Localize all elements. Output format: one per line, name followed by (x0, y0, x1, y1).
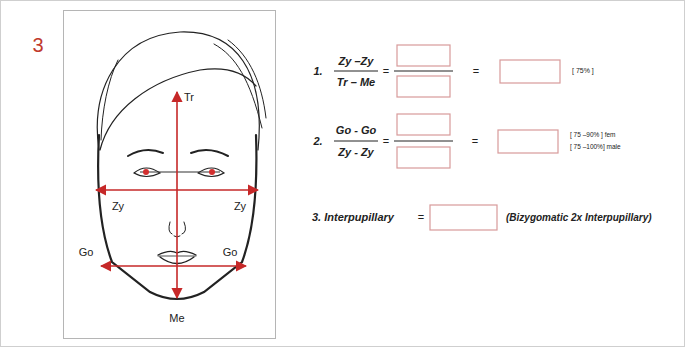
fraction-line (394, 141, 453, 142)
formula-term: 3. Interpupillary (312, 211, 394, 223)
landmark-label: Me (169, 312, 184, 324)
norm-range: [ 75 –90% ] fem (570, 131, 616, 138)
step-number: 2. (313, 135, 322, 147)
equals-sign: = (473, 65, 479, 77)
formula-term: Zy –Zy (339, 55, 374, 67)
norm-range: [ 75 –100%] male (570, 143, 621, 150)
hair-strand (228, 40, 266, 118)
face-drawing (97, 32, 266, 299)
landmark-label: Zy (234, 200, 246, 212)
formula-term: Tr – Me (337, 76, 375, 88)
landmark-label: Tr (184, 91, 194, 103)
figure-frame (64, 11, 276, 339)
equals-sign: = (383, 65, 389, 77)
fraction-line (394, 71, 453, 72)
answer-boxes (397, 45, 560, 230)
eyebrow (128, 150, 163, 156)
pupil-dot (209, 169, 215, 175)
input-box (500, 60, 560, 83)
hair-outline (97, 32, 259, 150)
fraction-lines (334, 71, 453, 141)
step-number: 1. (313, 65, 322, 77)
nose (182, 222, 186, 234)
equals-sign: = (418, 211, 424, 223)
nose (169, 222, 172, 234)
input-box (397, 45, 450, 66)
interpupillary-line (140, 171, 220, 172)
input-box (430, 205, 497, 230)
hair-fringe (100, 69, 256, 150)
hair-strand (214, 44, 262, 128)
equals-sign: = (472, 135, 478, 147)
fraction-line (334, 141, 378, 142)
fraction-line (334, 71, 378, 72)
formula-term: Zy - Zy (338, 146, 373, 158)
height-arrow (176, 92, 178, 298)
measure-arrows (96, 92, 258, 298)
landmark-label: Go (223, 246, 238, 258)
eyebrow (191, 150, 228, 156)
landmark-label: Zy (112, 200, 124, 212)
pupil-dot (143, 169, 149, 175)
input-box (397, 76, 450, 97)
note: (Bizygomatic 2x Interpupillary) (506, 212, 652, 223)
norm-range: [ 75% ] (572, 67, 594, 75)
input-box (397, 147, 450, 168)
hair-strand (101, 60, 118, 140)
bigonial-arrow (101, 265, 246, 267)
input-box (397, 114, 450, 135)
formula-term: Go - Go (336, 124, 376, 136)
bizygomatic-arrow (96, 189, 258, 191)
input-box (498, 130, 558, 153)
landmark-label: Go (79, 246, 94, 258)
figure-number: 3 (32, 34, 43, 56)
equals-sign: = (383, 135, 389, 147)
